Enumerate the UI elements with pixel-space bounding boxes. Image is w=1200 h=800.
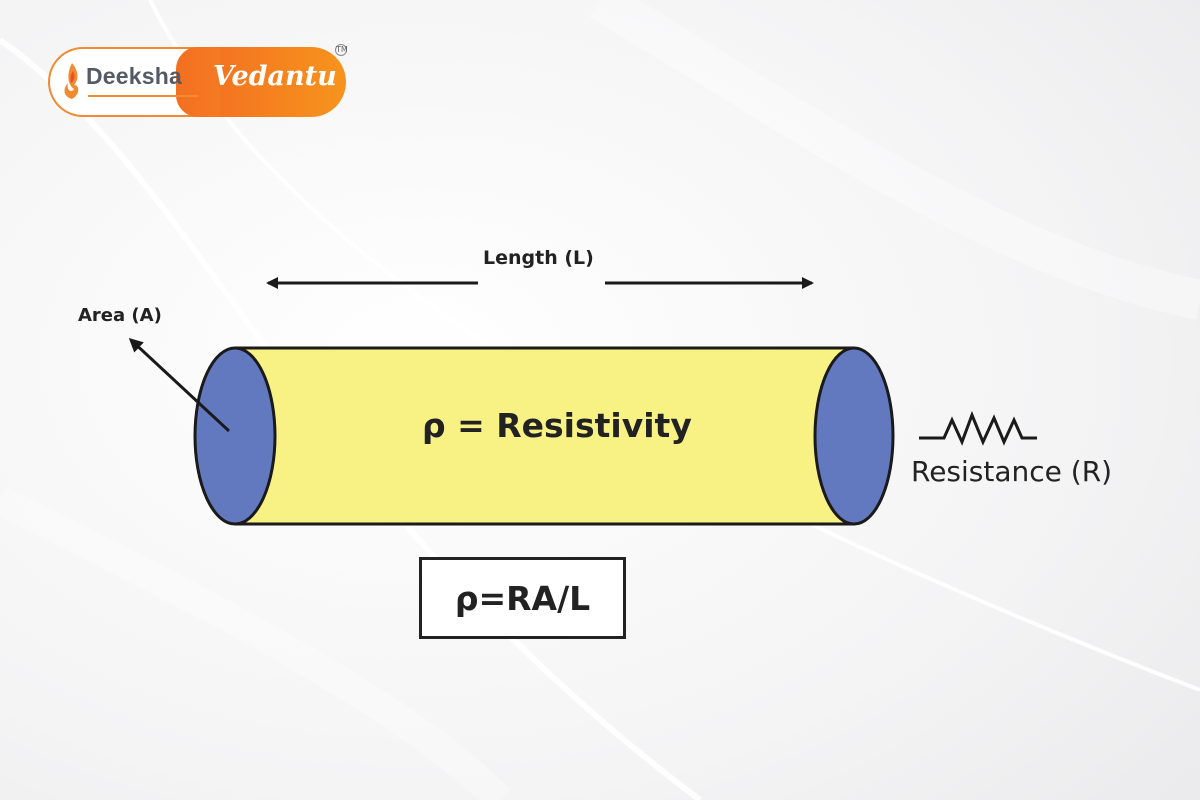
trademark-badge: TM <box>335 44 348 56</box>
flame-icon <box>64 63 79 99</box>
logo-vedantu-text: Vedantu <box>213 61 337 92</box>
logo-right-panel <box>176 47 346 117</box>
area-arrow <box>128 337 231 433</box>
cylinder-right-end <box>813 346 895 526</box>
formula-box: ρ=RA/L <box>419 557 626 639</box>
area-label: Area (A) <box>78 305 162 326</box>
length-label: Length (L) <box>483 247 594 269</box>
logo-deeksha-text: Deeksha <box>86 63 183 89</box>
cylinder-body <box>235 348 855 524</box>
resistor-icon <box>919 410 1037 446</box>
brand-logo: Deeksha Vedantu TM <box>48 44 348 117</box>
formula-text: ρ=RA/L <box>454 578 591 618</box>
cylinder-left-end <box>193 346 277 526</box>
resistivity-label: ρ = Resistivity <box>422 406 692 445</box>
logo-underline <box>88 95 198 97</box>
resistance-label: Resistance (R) <box>911 455 1113 488</box>
